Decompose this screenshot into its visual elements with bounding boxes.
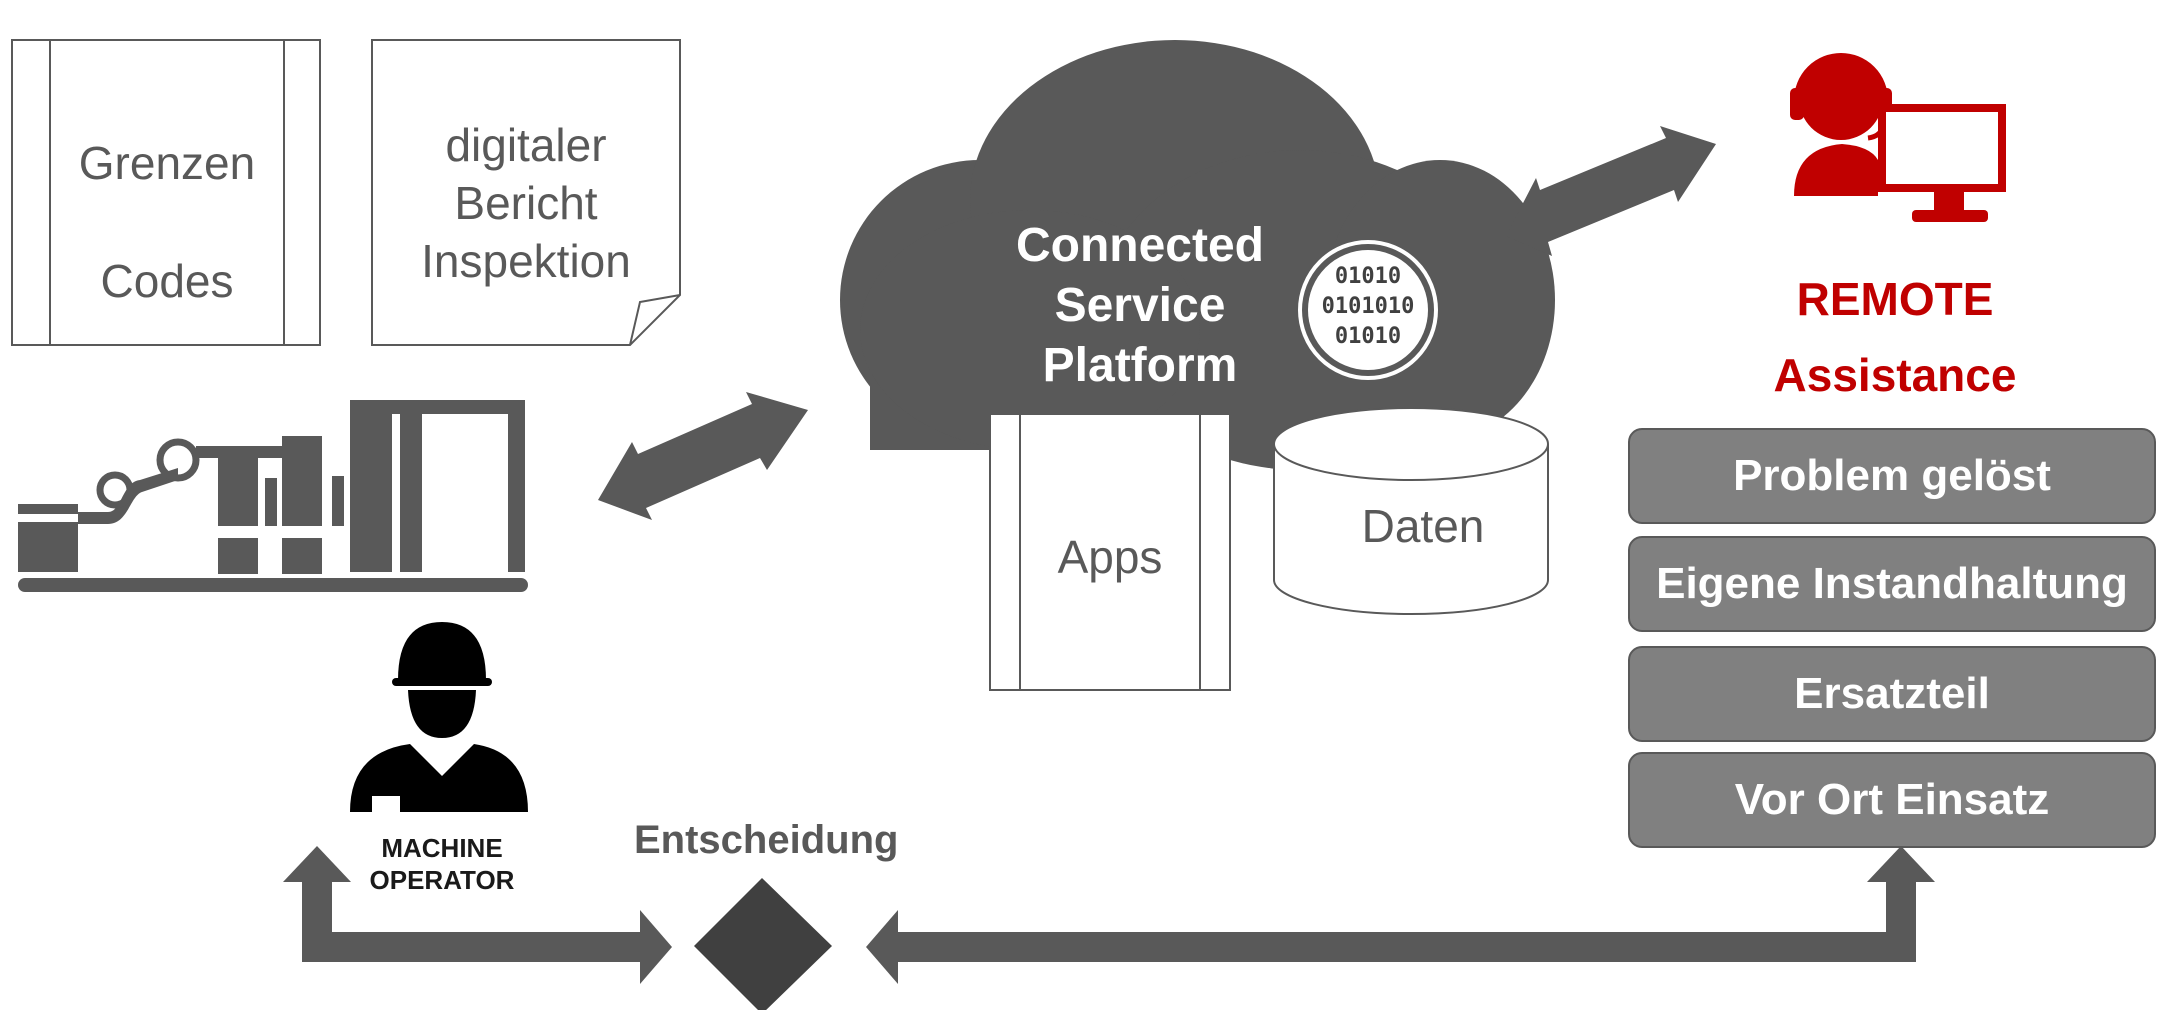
option-problem-solved[interactable]: Problem gelöst — [1628, 428, 2156, 524]
report-label-line3: Inspektion — [421, 235, 631, 287]
decision-label: Entscheidung — [634, 818, 899, 862]
binary-data-text: 01010 0101010 01010 — [1300, 262, 1436, 352]
report-label-line2: Bericht — [454, 177, 598, 229]
decision-diamond — [694, 878, 832, 1010]
operator-label-line2: OPERATOR — [369, 865, 515, 895]
binary-line-2: 0101010 — [1321, 294, 1415, 319]
apps-book — [989, 413, 1231, 691]
remote-title-line2: Assistance — [1773, 349, 2017, 401]
apps-label: Apps — [1057, 531, 1163, 583]
option-spare-part[interactable]: Ersatzteil — [1628, 646, 2156, 742]
database-cylinder — [1273, 407, 1549, 615]
limits-label: Grenzen — [78, 137, 256, 189]
data-label: Daten — [1361, 500, 1485, 552]
platform-title-line3: Platform — [1042, 339, 1238, 392]
option-own-maintenance[interactable]: Eigene Instandhaltung — [1628, 536, 2156, 632]
codes-label: Codes — [100, 255, 234, 307]
binary-line-1: 01010 — [1334, 264, 1402, 289]
binary-line-3: 01010 — [1334, 324, 1402, 349]
decision-flow-arrows — [283, 846, 1935, 984]
machine-operator-icon — [350, 622, 528, 812]
operator-label-line1: MACHINE — [381, 833, 503, 863]
binary-data-icon — [1298, 240, 1438, 380]
remote-assistant-icon — [1790, 53, 2006, 222]
machine-cloud-double-arrow — [598, 392, 808, 520]
remote-title-line1: REMOTE — [1796, 273, 1994, 325]
report-label-line1: digitaler — [445, 119, 607, 171]
option-onsite-service[interactable]: Vor Ort Einsatz — [1628, 752, 2156, 848]
platform-title-line1: Connected — [1015, 219, 1264, 272]
cloud-remote-double-arrow — [1506, 126, 1716, 256]
platform-title-line2: Service — [1054, 279, 1226, 332]
limits-codes-document — [11, 39, 321, 346]
production-machine-icon — [18, 400, 528, 592]
inspection-report-document — [371, 39, 681, 346]
